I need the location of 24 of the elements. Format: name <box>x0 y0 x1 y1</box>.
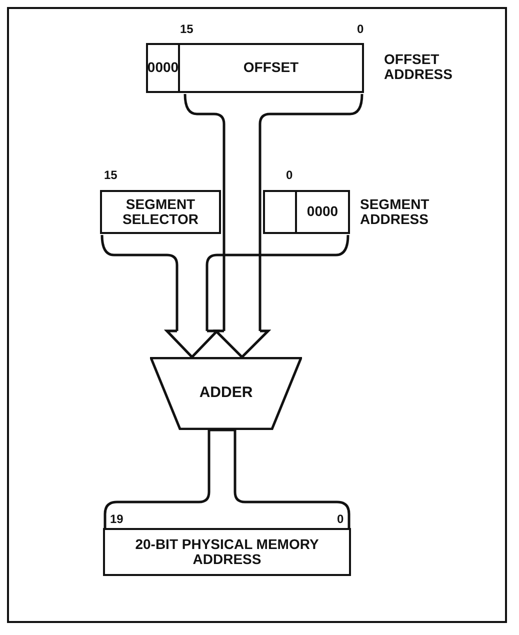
node-text: 0000 <box>306 204 338 220</box>
node-text: 0000 <box>147 60 179 76</box>
register-box <box>146 43 180 93</box>
register-box <box>295 190 350 234</box>
bit-number: 0 <box>286 168 293 182</box>
bit-number: 19 <box>110 512 124 526</box>
register-box <box>263 190 297 234</box>
bit-number: 0 <box>357 22 364 36</box>
register-box <box>178 43 364 93</box>
register-box <box>100 190 221 234</box>
node-text: ADDER <box>199 385 253 402</box>
bit-number: 15 <box>104 168 118 182</box>
node-text: 20-BIT PHYSICAL MEMORY ADDRESS <box>134 536 320 568</box>
bit-number: 15 <box>180 22 194 36</box>
bus-arrow <box>184 92 364 358</box>
adder-trapezoid <box>150 357 302 430</box>
bit-number: 0 <box>337 512 344 526</box>
register-caption: SEGMENT ADDRESS <box>360 197 430 228</box>
node-text: OFFSET <box>243 60 299 76</box>
node-text: SEGMENT SELECTOR <box>122 196 200 228</box>
register-box <box>103 528 351 576</box>
bus-arrow <box>104 428 350 530</box>
bus-arrow <box>100 234 350 358</box>
register-caption: OFFSET ADDRESS <box>384 52 454 83</box>
